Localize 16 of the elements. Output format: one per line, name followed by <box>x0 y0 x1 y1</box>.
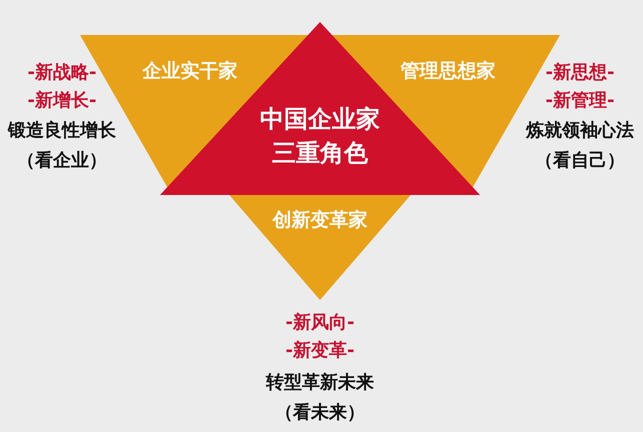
caption-text: （看未来） <box>274 402 366 424</box>
role-label: 管理思想家 <box>400 59 496 83</box>
keyword-label: -新思想- <box>544 62 616 84</box>
caption-text: （看企业） <box>16 150 108 172</box>
role-label: 创新变革家 <box>271 208 368 232</box>
keyword-label: -新管理- <box>544 90 616 112</box>
keyword-label: -新变革- <box>284 340 356 362</box>
caption-text: （看自己） <box>534 150 626 172</box>
keyword-label: -新增长- <box>26 90 98 112</box>
keyword-label: -新战略- <box>26 62 98 84</box>
keyword-label: -新风向- <box>284 312 356 334</box>
caption-text: 锻造良性增长 <box>6 120 117 142</box>
role-label: 企业实干家 <box>141 59 238 83</box>
caption-text: 炼就领袖心法 <box>524 120 635 142</box>
caption-text: 转型革新未来 <box>264 372 375 394</box>
role-label: 中国企业家三重角色 <box>259 104 381 169</box>
